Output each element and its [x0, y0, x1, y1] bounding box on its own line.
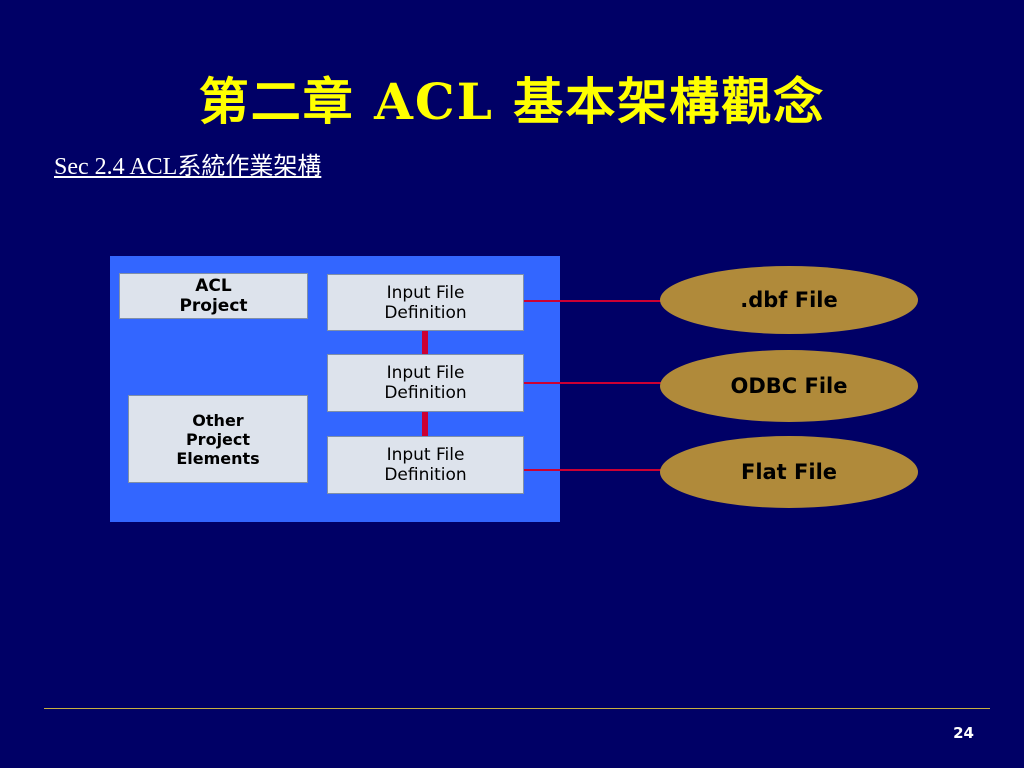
link-line-3: [524, 469, 664, 471]
input-def-3-line1: Input File: [386, 445, 465, 465]
input-def-1-line2: Definition: [384, 302, 467, 323]
acl-architecture-panel: ACL Project Other Project Elements Input…: [110, 256, 560, 522]
page-number: 24: [953, 724, 974, 742]
acl-project-box: ACL Project: [119, 273, 308, 319]
other-elements-line1: Other: [192, 410, 244, 430]
other-elements-line2: Project: [185, 429, 251, 449]
other-elements-box: Other Project Elements: [128, 395, 308, 483]
odbc-file-oval: ODBC File: [660, 350, 918, 422]
page-title: 第二章 ACL 基本架構觀念: [198, 72, 826, 131]
input-file-definition-2: Input File Definition: [327, 354, 524, 412]
input-def-3-line2: Definition: [384, 465, 467, 485]
def-connector-2: [422, 411, 428, 437]
acl-project-label-line2: Project: [179, 296, 248, 316]
dbf-file-oval: .dbf File: [660, 266, 918, 334]
input-def-2-line1: Input File: [386, 363, 465, 383]
def-connector-1: [422, 330, 428, 356]
section-subtitle: Sec 2.4 ACL系統作業架構: [54, 154, 322, 180]
input-file-definition-3: Input File Definition: [327, 436, 524, 494]
acl-project-label-line1: ACL: [195, 276, 232, 296]
link-line-2: [524, 382, 664, 384]
flat-file-oval: Flat File: [660, 436, 918, 508]
link-line-1: [524, 300, 664, 302]
footer-rule: [44, 708, 990, 709]
input-file-definition-1: Input File Definition: [327, 274, 524, 331]
input-def-1-line1: Input File: [386, 282, 465, 303]
other-elements-line3: Elements: [176, 448, 260, 468]
input-def-2-line2: Definition: [384, 383, 467, 403]
